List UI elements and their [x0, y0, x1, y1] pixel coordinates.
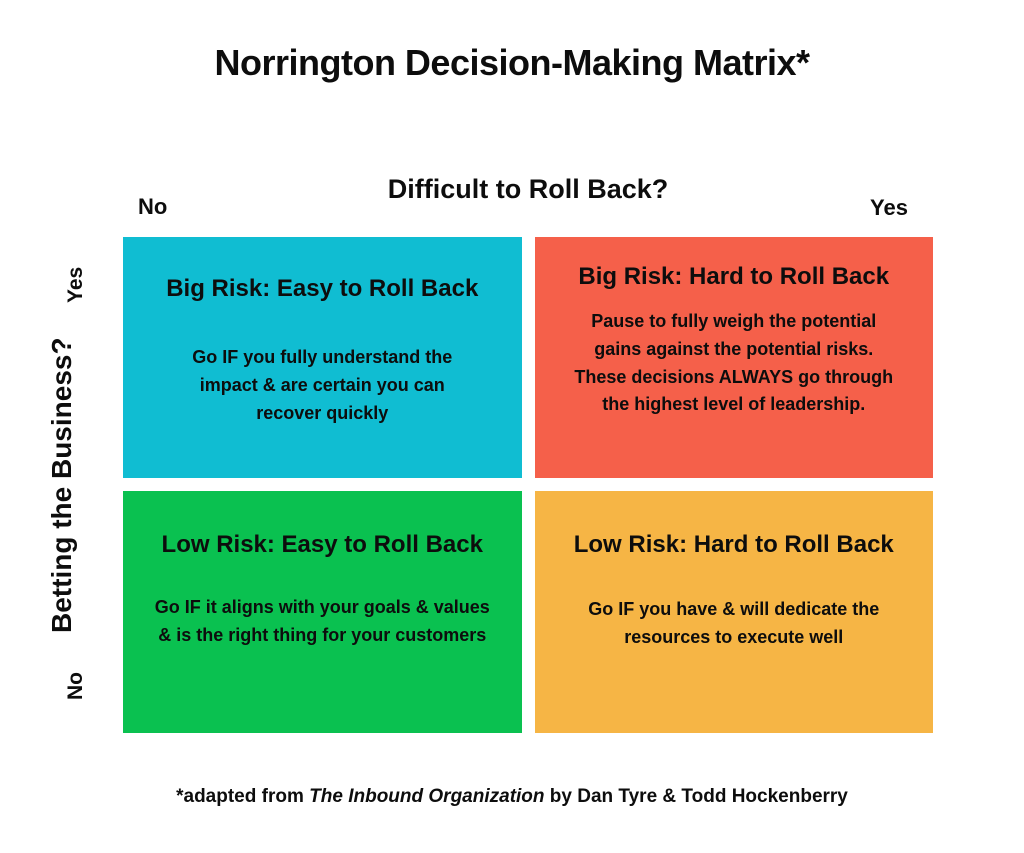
quadrant-body: Go IF you have & will dedicate the resou… [588, 598, 880, 647]
decision-matrix: Big Risk: Easy to Roll Back Go IF you fu… [123, 237, 933, 733]
quadrant-low-risk-easy-rollback: Low Risk: Easy to Roll Back Go IF it ali… [123, 491, 522, 733]
attribution-prefix: *adapted from [176, 786, 310, 807]
quadrant-heading: Big Risk: Easy to Roll Back [166, 275, 479, 302]
quadrant-heading: Low Risk: Hard to Roll Back [573, 531, 894, 558]
quadrant-big-risk-hard-rollback: Big Risk: Hard to Roll Back Pause to ful… [534, 237, 933, 478]
book-title: The Inbound Organization [309, 786, 545, 807]
y-axis-no-label: No [64, 672, 87, 701]
quadrant-heading: Low Risk: Easy to Roll Back [161, 531, 483, 558]
quadrant-big-risk-easy-rollback: Big Risk: Easy to Roll Back Go IF you fu… [123, 237, 522, 478]
y-axis-yes-label: Yes [64, 266, 87, 304]
x-axis-label: Difficult to Roll Back? [387, 174, 669, 204]
quadrant-body: Go IF it aligns with your goals & values… [154, 596, 490, 645]
attribution-note: *adapted from The Inbound Organization b… [0, 786, 1024, 808]
attribution-suffix: by Dan Tyre & Todd Hockenberry [544, 786, 848, 807]
page-title: Norrington Decision-Making Matrix* [214, 42, 810, 83]
quadrant-body: Go IF you fully understand the impact & … [192, 346, 453, 423]
quadrant-low-risk-hard-rollback: Low Risk: Hard to Roll Back Go IF you ha… [534, 491, 933, 733]
quadrant-body: Pause to fully weigh the potential gains… [574, 310, 894, 415]
x-axis-no-label: No [138, 194, 168, 219]
quadrant-heading: Big Risk: Hard to Roll Back [578, 263, 890, 290]
x-axis-yes-label: Yes [870, 195, 908, 220]
